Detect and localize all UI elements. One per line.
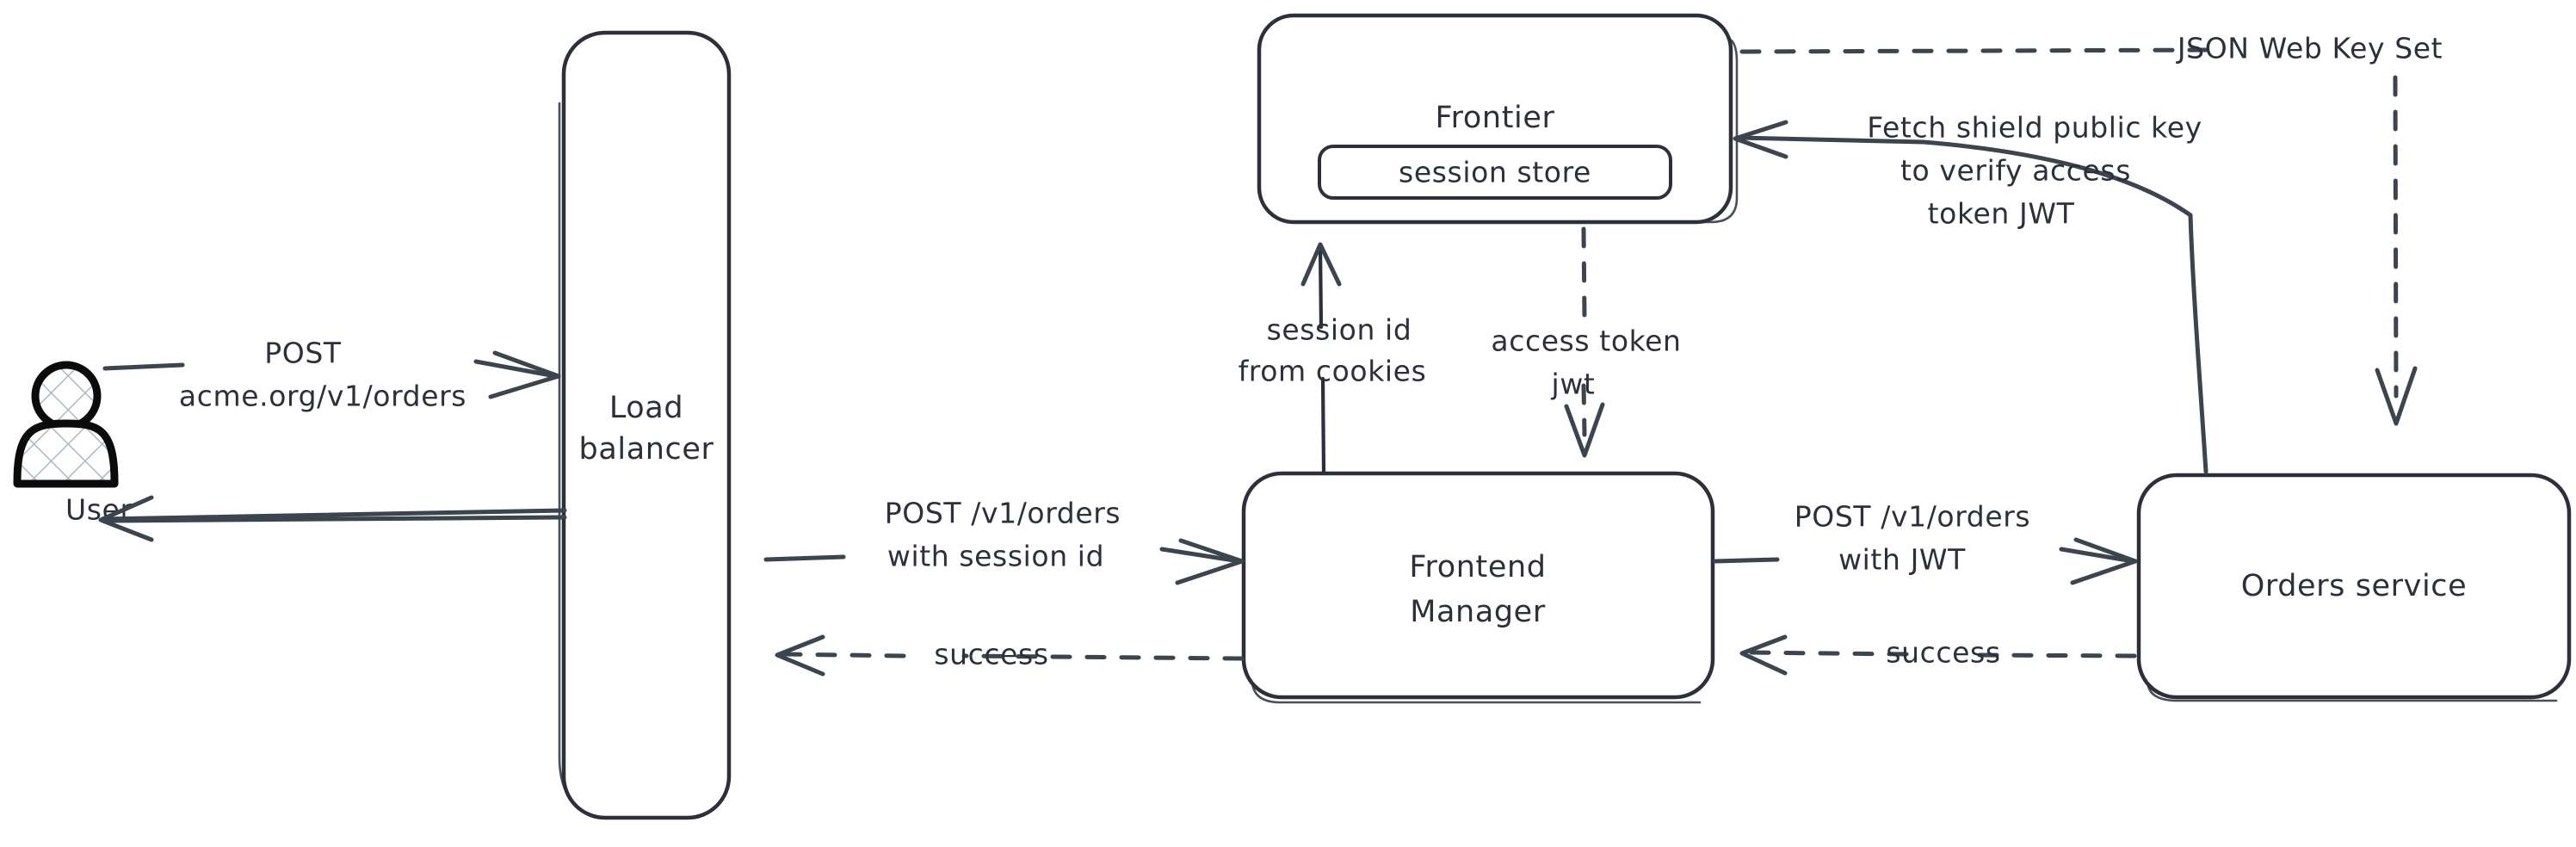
edge-frontend-manager-to-orders: POST /v1/orders with JWT bbox=[1713, 500, 2138, 585]
edge-orders-to-fm-label: success bbox=[1886, 636, 2000, 670]
edge-load-balancer-to-user bbox=[98, 495, 567, 542]
edge-fm-to-lb-label: success bbox=[934, 638, 1048, 671]
user-actor-icon bbox=[31, 361, 102, 431]
node-orders-service-label: Orders service bbox=[2241, 569, 2468, 603]
node-orders-service[interactable]: Orders service bbox=[2136, 473, 2572, 702]
edge-user-to-load-balancer: POST acme.org/v1/orders bbox=[102, 337, 561, 413]
edge-orders-to-frontier: Fetch shield public key to verify access… bbox=[1733, 111, 2208, 474]
edge-fm-to-orders-label-line2: with JWT bbox=[1838, 543, 1966, 577]
edge-orders-to-frontier-label-line1: Fetch shield public key bbox=[1867, 111, 2202, 145]
edge-fm-to-orders-label-line1: POST /v1/orders bbox=[1795, 500, 2030, 534]
node-load-balancer-label-line1: Load bbox=[609, 391, 683, 425]
node-session-store[interactable]: session store bbox=[1318, 145, 1672, 200]
edge-fm-to-frontier-label-line1: session id bbox=[1267, 313, 1412, 347]
node-frontier[interactable]: Frontier session store bbox=[1257, 13, 1739, 225]
frontend-manager-box bbox=[1241, 471, 1715, 700]
edge-frontier-to-fm-label-line1: access token bbox=[1491, 325, 1681, 358]
session-store-box bbox=[1318, 145, 1672, 200]
edge-lb-to-fm-label-line1: POST /v1/orders bbox=[885, 497, 1121, 530]
edge-lb-to-fm-label-line2: with session id bbox=[887, 540, 1104, 573]
edge-frontier-to-orders: JSON Web Key Set bbox=[1739, 32, 2443, 426]
node-load-balancer-label-line2: balancer bbox=[579, 432, 714, 467]
node-frontend-manager-label-line2: Manager bbox=[1410, 595, 1546, 629]
edge-user-to-lb-label-line2: acme.org/v1/orders bbox=[179, 380, 466, 413]
edge-frontier-to-orders-label: JSON Web Key Set bbox=[2176, 32, 2443, 65]
node-frontier-label: Frontier bbox=[1436, 101, 1555, 135]
node-frontend-manager[interactable]: Frontend Manager bbox=[1241, 471, 1715, 704]
node-frontend-manager-label-line1: Frontend bbox=[1409, 550, 1546, 584]
user-actor-body-icon bbox=[13, 419, 119, 488]
edge-orders-to-frontier-label-line2: to verify access bbox=[1900, 154, 2131, 188]
edge-fm-to-frontier-label-line2: from cookies bbox=[1239, 355, 1427, 388]
node-load-balancer[interactable]: Load balancer bbox=[558, 30, 732, 820]
edge-user-to-lb-label-line1: POST bbox=[264, 337, 342, 370]
edge-frontend-manager-to-frontier: session id from cookies bbox=[1239, 242, 1427, 474]
edge-lb-to-frontend-manager: POST /v1/orders with session id bbox=[763, 497, 1245, 585]
edge-frontier-to-fm-label-line2: jwt bbox=[1551, 368, 1596, 401]
edge-orders-to-frontier-label-line3: token JWT bbox=[1928, 197, 2075, 231]
edge-frontier-to-frontend-manager: access token jwt bbox=[1491, 226, 1681, 458]
load-balancer-box bbox=[561, 30, 732, 820]
edge-frontend-manager-to-lb: success bbox=[775, 634, 1245, 677]
node-user[interactable]: User bbox=[13, 361, 133, 527]
edge-orders-to-frontend-manager: success bbox=[1739, 634, 2137, 676]
node-session-store-label: session store bbox=[1399, 156, 1591, 189]
orders-service-box bbox=[2136, 473, 2572, 700]
